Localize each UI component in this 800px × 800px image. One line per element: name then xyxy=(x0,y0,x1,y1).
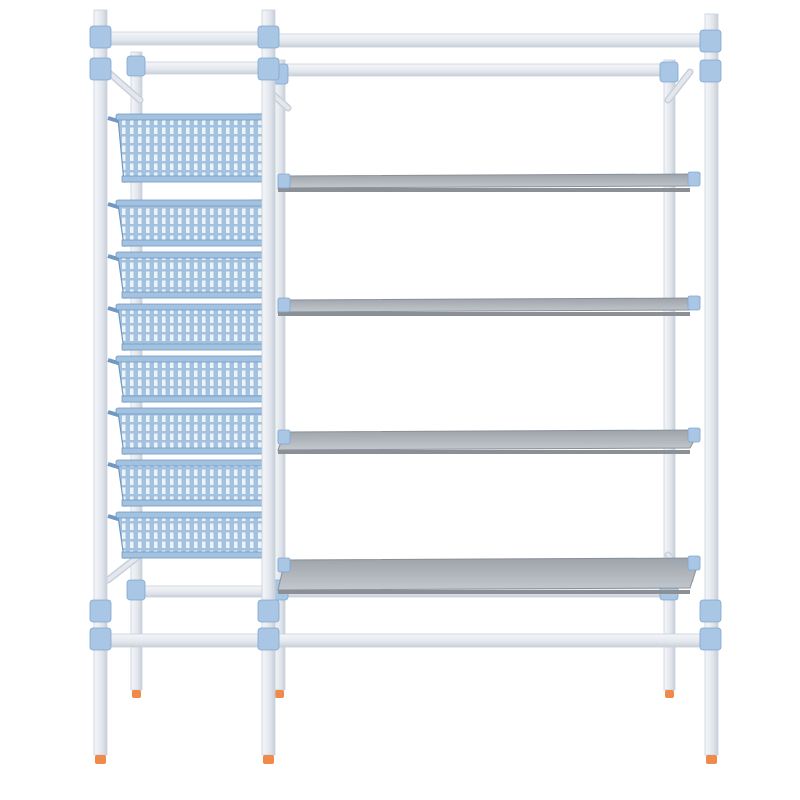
shelf-edge xyxy=(278,590,690,594)
shelf-bracket xyxy=(277,557,291,573)
basket-rim xyxy=(115,511,267,519)
front-foot xyxy=(706,755,717,764)
front-connector xyxy=(89,599,112,623)
front-foot xyxy=(263,755,274,764)
front-connector xyxy=(89,25,112,49)
shelf xyxy=(277,427,701,454)
rear-foot xyxy=(275,690,284,698)
front-top-rail xyxy=(105,31,265,46)
front-connector xyxy=(257,599,280,623)
front-frame xyxy=(89,9,722,764)
shelf-edge xyxy=(278,188,690,192)
basket-rim xyxy=(115,355,267,363)
front-bottom-rail xyxy=(105,633,265,648)
front-connector xyxy=(699,627,722,651)
basket-body xyxy=(117,511,265,559)
rear-foot xyxy=(132,690,141,698)
shelf-bracket xyxy=(277,297,291,313)
basket-base xyxy=(121,551,265,559)
shelves xyxy=(277,171,702,594)
basket-rim xyxy=(115,459,267,467)
basket-base xyxy=(121,447,265,455)
basket-base xyxy=(121,499,265,507)
shelf-top xyxy=(277,173,702,189)
basket-body xyxy=(117,251,265,299)
shelf-bracket xyxy=(277,173,291,189)
basket-base xyxy=(121,291,265,299)
shelf-bracket xyxy=(277,429,291,445)
basket xyxy=(107,199,267,247)
side-brace-highlight xyxy=(666,70,692,102)
basket-body xyxy=(117,407,265,455)
shelf xyxy=(277,171,702,192)
shelf-edge xyxy=(278,312,690,316)
shelf xyxy=(277,295,702,316)
front-connector xyxy=(257,57,280,81)
rear-top-rail xyxy=(137,61,275,75)
shelf-bracket xyxy=(687,171,701,187)
basket-rim xyxy=(115,251,267,259)
front-connector xyxy=(699,599,722,623)
shelf-bracket xyxy=(687,295,701,311)
basket-body xyxy=(117,459,265,507)
shelf xyxy=(277,555,701,594)
basket xyxy=(107,113,267,183)
basket-body xyxy=(117,199,265,247)
rear-foot xyxy=(665,690,674,698)
basket-body xyxy=(117,113,265,183)
front-connector xyxy=(257,627,280,651)
front-connector xyxy=(699,59,722,83)
front-connector xyxy=(89,627,112,651)
basket-rim xyxy=(115,303,267,311)
front-bottom-rail xyxy=(273,633,707,648)
basket-base xyxy=(121,239,265,247)
basket xyxy=(107,303,267,351)
front-connector xyxy=(257,25,280,49)
front-top-rail xyxy=(273,33,707,48)
shelf-bracket xyxy=(687,427,701,443)
basket-rim xyxy=(115,113,267,121)
basket-base xyxy=(121,395,265,403)
rear-top-rail xyxy=(284,63,670,77)
basket-body xyxy=(117,303,265,351)
rear-connector xyxy=(659,61,679,83)
rear-connector xyxy=(126,579,146,601)
shelf-top xyxy=(277,557,701,591)
basket xyxy=(107,459,267,507)
side-brace-highlight xyxy=(106,553,142,582)
shelf-bracket xyxy=(687,555,701,571)
basket-base xyxy=(121,175,265,183)
basket xyxy=(107,251,267,299)
shelf-top xyxy=(277,429,701,451)
basket-rim xyxy=(115,199,267,207)
front-foot xyxy=(95,755,106,764)
front-connector xyxy=(89,57,112,81)
basket xyxy=(107,407,267,455)
front-connector xyxy=(699,29,722,53)
baskets xyxy=(107,113,267,559)
basket-base xyxy=(121,343,265,351)
basket xyxy=(107,355,267,403)
shelf-edge xyxy=(278,450,690,454)
shelf-top xyxy=(277,297,702,313)
rear-bottom-rail xyxy=(137,585,275,598)
side-brace-highlight xyxy=(106,70,142,102)
basket-body xyxy=(117,355,265,403)
rear-connector xyxy=(126,55,146,77)
basket-rim xyxy=(115,407,267,415)
basket xyxy=(107,511,267,559)
